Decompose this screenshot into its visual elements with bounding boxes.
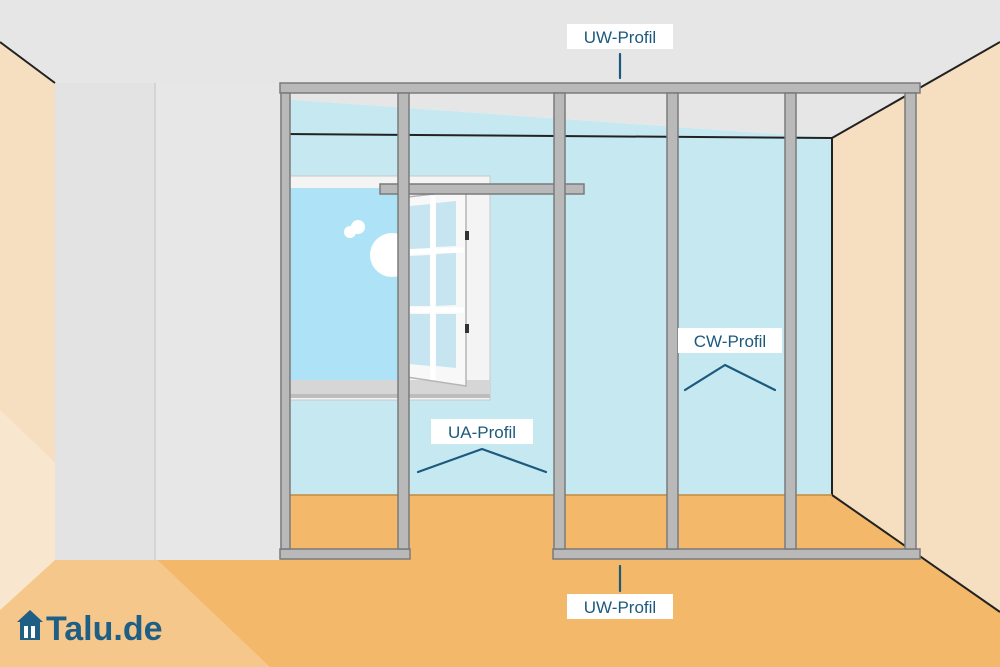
window-sill-shadow <box>268 394 490 398</box>
pointer-cw <box>683 363 777 392</box>
label-ua-text: UA-Profil <box>448 423 516 442</box>
ceiling-left-edge <box>0 41 56 84</box>
left-side-wall <box>0 42 55 610</box>
ua-profile-stud-right <box>553 92 566 550</box>
window-hinge-top <box>465 231 469 240</box>
cw-profile-stud-1 <box>280 92 291 550</box>
label-uw-profile-bottom: UW-Profil <box>567 564 673 619</box>
uw-profile-bottom-left <box>279 548 411 560</box>
casement-panes <box>410 201 456 368</box>
window-glass <box>280 188 408 380</box>
label-uw-bottom-text: UW-Profil <box>584 598 656 617</box>
label-uw-profile-top: UW-Profil <box>567 24 673 80</box>
stud-frame <box>279 82 921 560</box>
casement-muntins <box>401 196 465 380</box>
ceiling <box>0 0 1000 138</box>
talu-logo: Talu.de <box>17 610 163 648</box>
label-cw-text: CW-Profil <box>694 332 766 351</box>
drywall-panels <box>55 83 282 560</box>
label-cw-profile: CW-Profil <box>678 328 782 392</box>
drywall-panel-2 <box>155 83 281 560</box>
window <box>268 175 491 401</box>
logo-text: Talu.de <box>46 610 163 648</box>
house-tools-icon <box>17 610 43 640</box>
ua-profile-lintel <box>379 183 585 195</box>
cw-profile-stud-2 <box>666 92 679 550</box>
window-hinge-bottom <box>465 324 469 333</box>
pointer-ua <box>416 447 548 474</box>
cw-profile-stud-3 <box>784 92 797 550</box>
label-ua-profile: UA-Profil <box>416 419 548 474</box>
ua-profile-stud-left <box>397 92 410 550</box>
cw-profile-stud-4 <box>904 92 917 550</box>
uw-profile-top <box>279 82 921 94</box>
drywall-panel-1 <box>55 83 155 560</box>
window-sill <box>268 380 490 394</box>
uw-profile-bottom-right <box>552 548 921 560</box>
label-uw-top-text: UW-Profil <box>584 28 656 47</box>
